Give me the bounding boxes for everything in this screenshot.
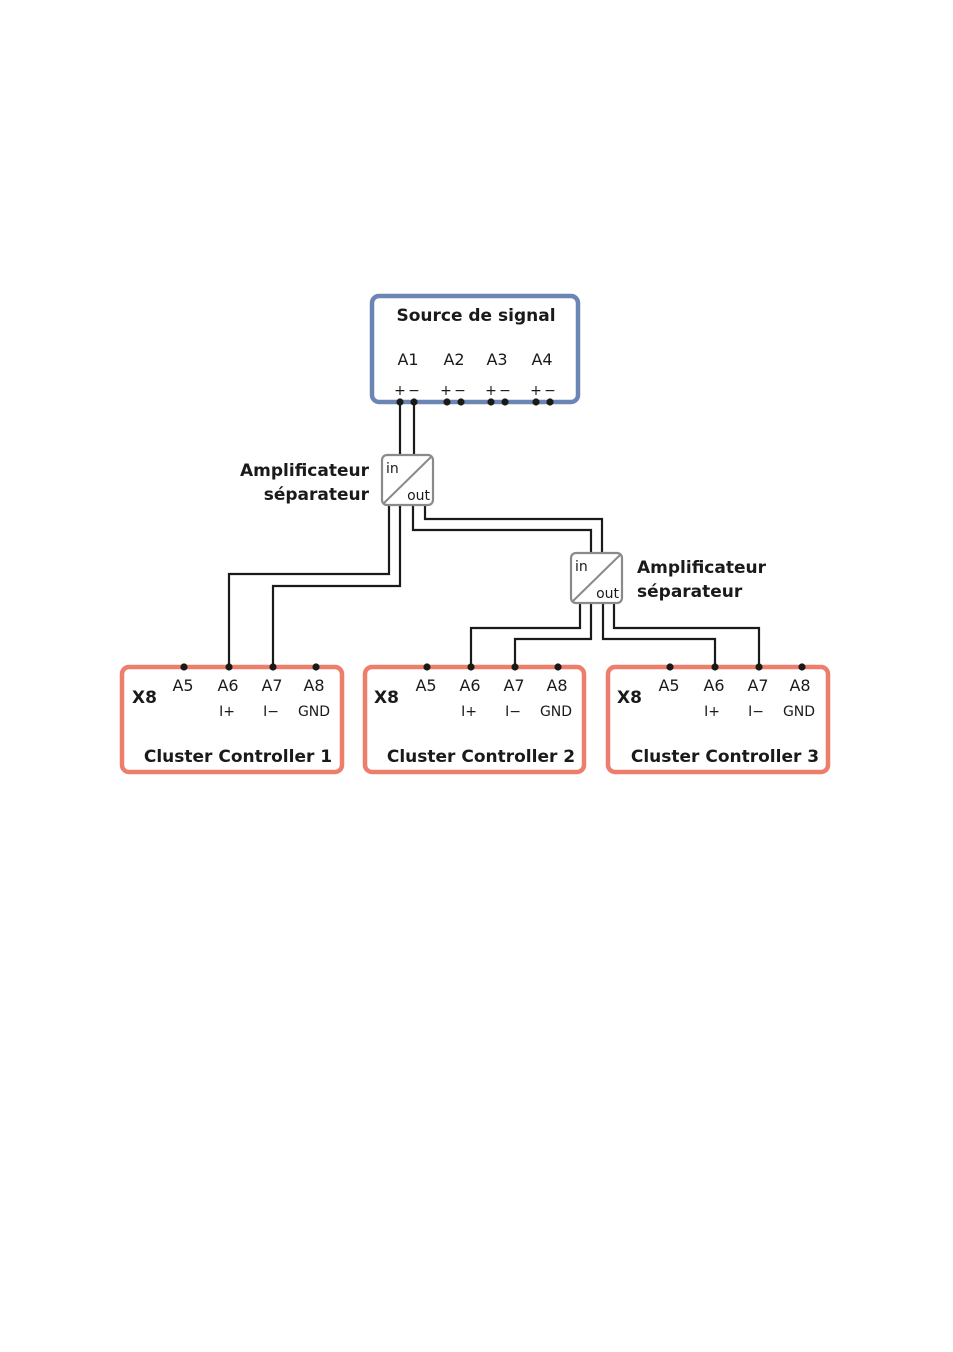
amplifier-in-label: in [575, 559, 588, 575]
terminal-dot [532, 398, 540, 406]
terminal-dot [467, 663, 475, 671]
port-a6: A6 [703, 676, 724, 695]
terminal-dot [487, 398, 495, 406]
isolating-amplifier-1: in out Amplificateur séparateur [240, 453, 435, 507]
signal-gnd: GND [298, 704, 330, 720]
signal-gnd: GND [783, 704, 815, 720]
signal-i-plus: I+ [704, 704, 720, 720]
port-a6: A6 [217, 676, 238, 695]
amplifier-out-label: out [596, 586, 619, 602]
signal-gnd: GND [540, 704, 572, 720]
source-a4-plus: + [530, 383, 542, 399]
terminal-dot [501, 398, 509, 406]
port-a5: A5 [415, 676, 436, 695]
port-a7: A7 [747, 676, 768, 695]
connector-x8-label: X8 [374, 688, 399, 708]
amplifier-label-line1: Amplificateur [240, 461, 370, 481]
source-a2-minus: − [454, 383, 466, 399]
amplifier-diagonal [383, 456, 432, 504]
amplifier-label-line2: séparateur [264, 485, 370, 505]
port-a7: A7 [261, 676, 282, 695]
source-a4-minus: − [544, 383, 556, 399]
signal-i-minus: I− [263, 704, 279, 720]
terminal-dot [423, 663, 431, 671]
wire [271, 505, 402, 667]
terminal-dot [798, 663, 806, 671]
controller-name: Cluster Controller 3 [631, 747, 819, 767]
port-a5: A5 [658, 676, 679, 695]
source-a1-plus: + [394, 383, 406, 399]
wires [227, 402, 761, 667]
signal-source-title: Source de signal [396, 306, 555, 326]
controller-name: Cluster Controller 1 [144, 747, 332, 767]
terminal-dot [269, 663, 277, 671]
source-port-a4: A4 [531, 350, 552, 369]
source-a3-minus: − [499, 383, 511, 399]
terminal-dot [443, 398, 451, 406]
wire [469, 603, 582, 667]
source-a1-minus: − [408, 383, 420, 399]
terminal-dot [554, 663, 562, 671]
connector-x8-label: X8 [132, 688, 157, 708]
port-a8: A8 [303, 676, 324, 695]
port-a8: A8 [789, 676, 810, 695]
source-a2-plus: + [440, 383, 452, 399]
amplifier-out-label: out [407, 488, 430, 504]
cluster-controller-3: X8 A5 A6 A7 A8 I+ I− GND Cluster Control… [605, 663, 831, 775]
wire [423, 505, 604, 553]
terminal-dot [511, 663, 519, 671]
source-a3-plus: + [485, 383, 497, 399]
terminal-dot [666, 663, 674, 671]
signal-source: Source de signal A1 A2 A3 A4 + − + − + −… [369, 293, 581, 406]
cluster-controller-2: X8 A5 A6 A7 A8 I+ I− GND Cluster Control… [362, 663, 587, 775]
source-port-a3: A3 [486, 350, 507, 369]
terminal-dot [546, 398, 554, 406]
port-a8: A8 [546, 676, 567, 695]
terminal-dot [755, 663, 763, 671]
wire [601, 603, 717, 667]
wire [411, 505, 593, 553]
connector-x8-label: X8 [617, 688, 642, 708]
signal-i-plus: I+ [461, 704, 477, 720]
controller-name: Cluster Controller 2 [387, 747, 575, 767]
terminal-dot [312, 663, 320, 671]
isolating-amplifier-2: in out Amplificateur séparateur [569, 551, 767, 605]
amplifier-in-label: in [386, 461, 399, 477]
port-a6: A6 [459, 676, 480, 695]
terminal-dot [457, 398, 465, 406]
port-a7: A7 [503, 676, 524, 695]
signal-i-plus: I+ [219, 704, 235, 720]
terminal-dot [711, 663, 719, 671]
amplifier-label-line2: séparateur [637, 582, 743, 602]
signal-i-minus: I− [748, 704, 764, 720]
signal-source-box [369, 293, 581, 405]
amplifier-label-line1: Amplificateur [637, 558, 767, 578]
source-port-a2: A2 [443, 350, 464, 369]
terminal-dot [225, 663, 233, 671]
signal-i-minus: I− [505, 704, 521, 720]
port-a5: A5 [172, 676, 193, 695]
amplifier-diagonal [572, 554, 621, 602]
wire [612, 603, 761, 667]
wire [513, 603, 593, 667]
terminal-dot [180, 663, 188, 671]
source-port-a1: A1 [397, 350, 418, 369]
wire [227, 505, 391, 667]
cluster-controller-1: X8 A5 A6 A7 A8 I+ I− GND Cluster Control… [119, 663, 345, 775]
